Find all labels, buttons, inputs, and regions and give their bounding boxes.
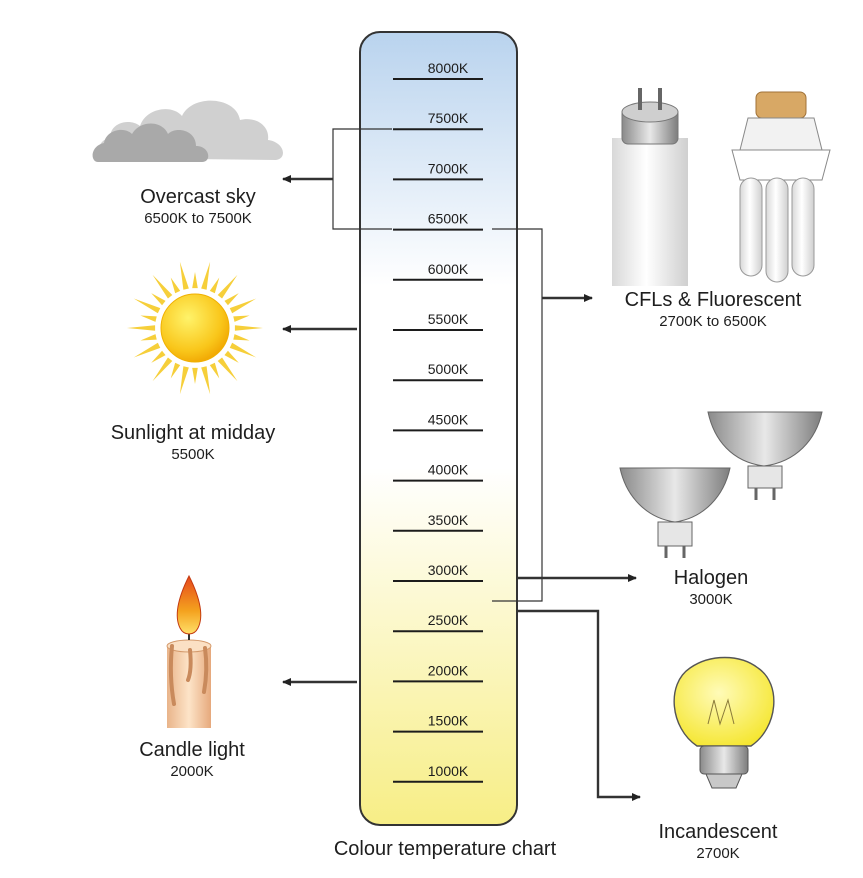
sun-ray	[209, 277, 220, 294]
scale-tick-label: 5000K	[428, 361, 469, 377]
scale-tick-label: 5500K	[428, 311, 469, 327]
sun-ray	[179, 261, 189, 290]
sun-ray	[192, 272, 198, 289]
sun-ray	[170, 277, 181, 294]
source-name: Candle light	[139, 739, 245, 761]
scale-tick-label: 4000K	[428, 462, 469, 478]
candle-icon	[166, 574, 212, 728]
incandescent-label: Incandescent 2700K	[638, 820, 798, 864]
source-range: 2000K	[170, 763, 214, 780]
sun-ray	[229, 342, 257, 358]
scale-tick-label: 1500K	[428, 713, 469, 729]
sun-ray	[179, 366, 189, 395]
incandescent-connector	[518, 609, 641, 801]
incandescent-bulb-icon	[673, 656, 775, 789]
sun-ray	[217, 274, 238, 299]
sun-ray	[201, 261, 211, 290]
sun-ray	[234, 325, 263, 331]
sun-ray	[133, 298, 161, 314]
cloud-icon	[92, 100, 283, 162]
halogen-label: Halogen 3000K	[646, 566, 776, 610]
fluorescent-bulbs-icon	[612, 88, 831, 286]
fluorescent-bracket	[492, 228, 543, 602]
sun-ray	[229, 298, 257, 314]
source-range: 2700K to 6500K	[659, 313, 767, 330]
scale-tick-label: 2000K	[428, 662, 469, 678]
cfl-fluorescent-label: CFLs & Fluorescent 2700K to 6500K	[608, 288, 818, 332]
source-name: Incandescent	[658, 821, 778, 843]
source-range: 2700K	[696, 845, 740, 862]
sun-ray	[192, 367, 198, 384]
sun-ray	[170, 362, 181, 379]
source-range: 3000K	[689, 591, 733, 608]
sun-ray	[209, 362, 220, 379]
sun-ray	[217, 357, 238, 382]
source-range: 5500K	[171, 446, 215, 463]
sun-ray	[201, 366, 211, 395]
scale-tick-label: 1000K	[428, 763, 469, 779]
source-name: CFLs & Fluorescent	[624, 289, 802, 311]
sun-ray	[140, 315, 157, 322]
halogen-bulbs-icon	[619, 411, 823, 558]
chart-caption: Colour temperature chart	[333, 838, 557, 860]
scale-tick-label: 2500K	[428, 612, 469, 628]
scale-tick-label: 4500K	[428, 411, 469, 427]
sun-ray	[151, 293, 166, 306]
sun-ray	[140, 334, 157, 341]
sun-ray	[127, 325, 156, 331]
scale-tick-label: 7500K	[428, 110, 469, 126]
candle-light-label: Candle light 2000K	[112, 738, 272, 782]
sun-ray	[151, 350, 166, 363]
sun-ray	[152, 357, 173, 382]
temperature-scale-tube	[359, 31, 518, 826]
sun-icon	[127, 261, 263, 395]
source-range: 6500K to 7500K	[144, 210, 252, 227]
sun-ray	[233, 315, 250, 322]
overcast-sky-label: Overcast sky 6500K to 7500K	[108, 185, 288, 229]
sun-ray	[224, 350, 239, 363]
source-name: Sunlight at midday	[110, 422, 276, 444]
sunlight-label: Sunlight at midday 5500K	[88, 421, 298, 465]
scale-tick-label: 7000K	[428, 160, 469, 176]
scale-tick-label: 6500K	[428, 211, 469, 227]
scale-tick-label: 8000K	[428, 60, 469, 76]
sun-ray	[224, 293, 239, 306]
source-name: Halogen	[673, 567, 749, 589]
sun-ray	[152, 274, 173, 299]
scale-tick-label: 3500K	[428, 512, 469, 528]
sun-ray	[233, 334, 250, 341]
sun-ray	[133, 342, 161, 358]
source-name: Overcast sky	[140, 186, 256, 208]
scale-tick-label: 6000K	[428, 261, 469, 277]
scale-tick-label: 3000K	[428, 562, 469, 578]
